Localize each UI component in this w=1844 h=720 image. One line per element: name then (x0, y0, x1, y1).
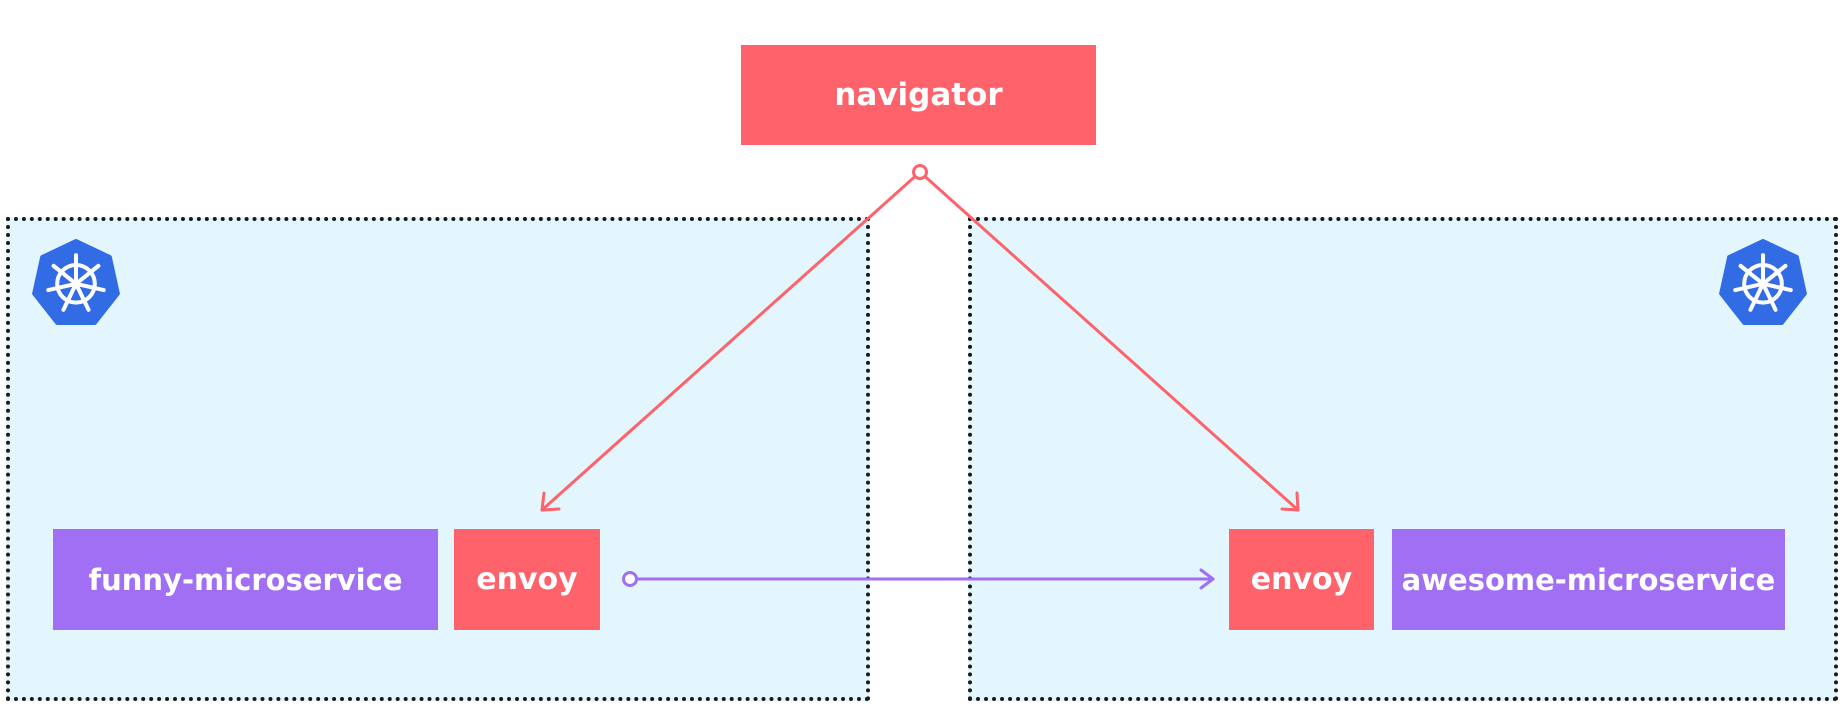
navigator-label: navigator (834, 77, 1003, 113)
left-envoy-label: envoy (476, 562, 578, 597)
right-envoy-label: envoy (1250, 562, 1353, 597)
navigator-connector-dot (912, 164, 928, 180)
right-envoy-box: envoy (1229, 529, 1374, 630)
funny-microservice-box: funny-microservice (53, 529, 438, 630)
left-envoy-box: envoy (454, 529, 600, 630)
kubernetes-icon (32, 239, 120, 325)
navigator-box: navigator (741, 45, 1096, 145)
awesome-microservice-box: awesome-microservice (1392, 529, 1785, 630)
awesome-microservice-label: awesome-microservice (1401, 562, 1776, 597)
kubernetes-icon (1719, 239, 1807, 325)
funny-microservice-label: funny-microservice (88, 562, 403, 597)
